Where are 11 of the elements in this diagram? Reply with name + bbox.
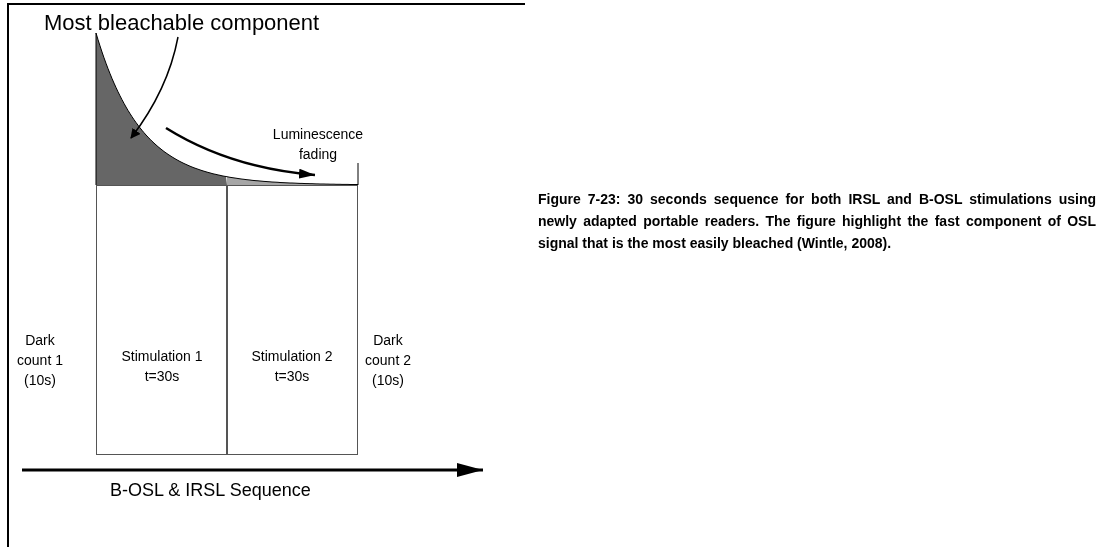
axis-label: B-OSL & IRSL Sequence <box>110 479 312 502</box>
stage-label: Stimulation 2 t=30s <box>250 347 334 386</box>
callout-text: Most bleachable component <box>44 10 320 36</box>
annotation-text: Dark count 1 (10s) <box>16 331 64 390</box>
stage-box <box>96 185 228 455</box>
annotation-text: Dark count 2 (10s) <box>364 331 412 390</box>
annotation-text: Luminescence fading <box>272 125 364 164</box>
figure-caption: Figure 7-23: 30 seconds sequence for both IRSL and B-OSL stimulations using newly adapted portable readers. The figure highlight the fast component of OSL signal that is the most easily bleached (Wintle, 2008). <box>538 190 1096 253</box>
stage-label: Stimulation 1 t=30s <box>120 347 204 386</box>
leader-line <box>130 36 179 139</box>
stage-box <box>226 185 358 455</box>
